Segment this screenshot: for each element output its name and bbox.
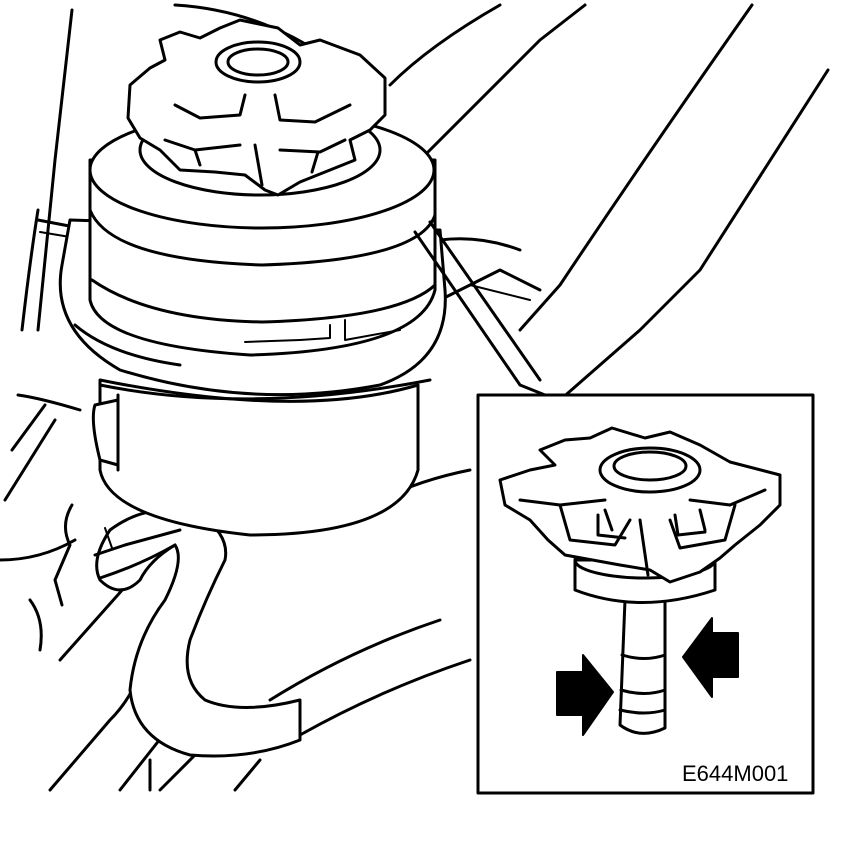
left-pointing-arrow-icon (682, 617, 739, 698)
right-pointing-arrow-icon (556, 654, 614, 736)
hose (93, 508, 302, 758)
figure-id-label: E644M001 (682, 761, 788, 786)
reservoir-cap (126, 18, 387, 197)
inset-detail: E644M001 (476, 393, 815, 795)
background-structure (0, 3, 830, 792)
